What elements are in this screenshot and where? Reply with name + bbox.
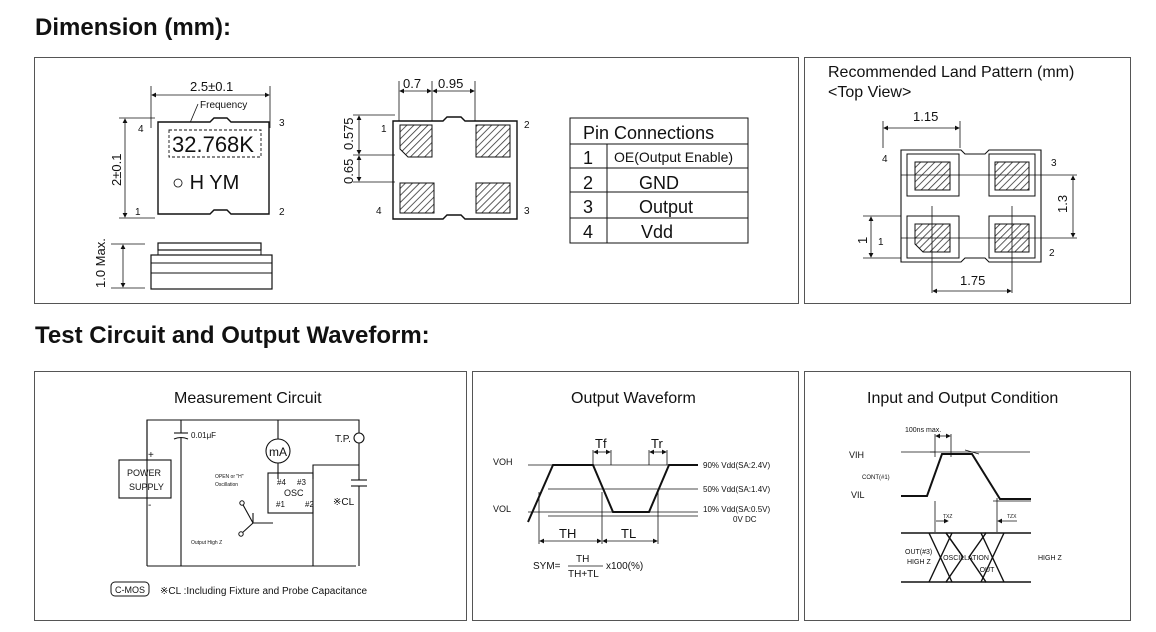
- sym-numerator: TH: [576, 554, 589, 565]
- osc-label: OSC: [284, 488, 304, 498]
- measurement-title: Measurement Circuit: [174, 390, 322, 407]
- max-time-label: 100ns max.: [905, 427, 941, 434]
- output-signal-trace: [527, 464, 698, 523]
- pin-row-name: GND: [639, 173, 679, 193]
- bottom-pin-4: 4: [376, 206, 382, 217]
- vol-label: VOL: [493, 504, 511, 514]
- land-dim-top: 1.15: [913, 109, 938, 124]
- pin-table-title: Pin Connections: [583, 123, 714, 143]
- frequency-label: Frequency: [200, 100, 247, 111]
- bottom-pin-1: 1: [381, 124, 387, 135]
- tp-label: T.P.: [335, 434, 351, 445]
- cmos-badge: C-MOS: [115, 585, 145, 595]
- vil-label: VIL: [851, 490, 865, 500]
- land-pin-2: 2: [1049, 248, 1055, 259]
- pin-1-label: 1: [135, 207, 141, 218]
- measurement-circuit-panel: Measurement Circuit 0.01μF mA T.P. + - P…: [34, 371, 467, 621]
- plus-sign: +: [148, 450, 154, 461]
- bottom-pin-2: 2: [524, 120, 530, 131]
- level-0-label: 0V DC: [733, 515, 757, 524]
- txz-label: TXZ: [943, 514, 952, 520]
- land-dim-left: 1: [855, 237, 870, 244]
- frequency-marking: 32.768K: [172, 132, 254, 157]
- level-90-label: 90% Vdd(SA:2.4V): [703, 461, 770, 470]
- tl-label: TL: [621, 526, 636, 541]
- land-pin-1: 1: [878, 237, 884, 248]
- tf-label: Tf: [595, 436, 607, 451]
- waveform-title: Output Waveform: [571, 390, 696, 407]
- package-bottom-view: 0.7 0.95 0.575 0.65 1 2 4 3: [341, 76, 530, 220]
- vih-label: VIH: [849, 450, 864, 460]
- pin-row-name: Output: [639, 197, 693, 217]
- land-pattern-title: Recommended Land Pattern (mm): [828, 64, 1074, 81]
- pad-dim-065: 0.65: [341, 159, 356, 184]
- land-pattern-panel: Recommended Land Pattern (mm) <Top View>…: [804, 57, 1131, 304]
- cl-note: ※CL :Including Fixture and Probe Capacit…: [160, 586, 367, 597]
- pin-row-name: Vdd: [641, 222, 673, 242]
- width-dimension: 2.5±0.1: [190, 79, 233, 94]
- pad-dim-0575: 0.575: [341, 117, 356, 150]
- level-10-label: 10% Vdd(SA:0.5V): [703, 505, 770, 514]
- thickness-dimension: 1.0 Max.: [93, 238, 108, 288]
- package-top-view: 2.5±0.1 Frequency 32.768K ○ H YM 4 3 1 2…: [109, 79, 285, 219]
- pin-2-label: 2: [279, 207, 285, 218]
- output-waveform-panel: Output Waveform Tf Tr VOH VOL 90% Vdd(SA…: [472, 371, 799, 621]
- th-label: TH: [559, 526, 576, 541]
- level-50-label: 50% Vdd(SA:1.4V): [703, 485, 770, 494]
- package-side-view: 1.0 Max.: [93, 238, 273, 290]
- osc-pin3: #3: [297, 478, 306, 487]
- ammeter-label: mA: [269, 445, 287, 459]
- io-condition-panel: Input and Output Condition 100ns max. VI…: [804, 371, 1131, 621]
- tr-label: Tr: [651, 436, 663, 451]
- open-label-2: Oscillation: [215, 482, 238, 488]
- land-dim-bottom: 1.75: [960, 273, 985, 288]
- out-label-2: HIGH Z: [907, 559, 931, 566]
- land-pattern-subtitle: <Top View>: [828, 84, 911, 101]
- power-supply-label-2: SUPPLY: [129, 482, 164, 492]
- io-title: Input and Output Condition: [867, 390, 1058, 407]
- osc-pin2: #2: [305, 500, 314, 509]
- pad-dim-07: 0.7: [403, 76, 421, 91]
- output-high-z-label: Output High Z: [191, 540, 222, 546]
- osc-pin4: #4: [277, 478, 286, 487]
- pin-row-num: 4: [583, 222, 593, 242]
- pin-4-label: 4: [138, 124, 144, 135]
- dimension-section-title: Dimension (mm):: [35, 14, 232, 41]
- cont-label: CONT(#1): [862, 475, 890, 481]
- test-section-title: Test Circuit and Output Waveform:: [35, 322, 430, 349]
- power-supply-label-1: POWER: [127, 468, 162, 478]
- oscillation-label-2: OUT: [980, 567, 996, 574]
- open-label-1: OPEN or "H": [215, 474, 244, 480]
- cl-label: ※CL: [333, 497, 355, 508]
- land-pin-4: 4: [882, 154, 888, 165]
- land-dim-right: 1.3: [1055, 195, 1070, 213]
- pin-row-num: 1: [583, 148, 593, 168]
- pin-row-num: 3: [583, 197, 593, 217]
- pin-row-num: 2: [583, 173, 593, 193]
- sym-label: SYM=: [533, 561, 561, 572]
- bottom-pin-3: 3: [524, 206, 530, 217]
- sym-denominator: TH+TL: [568, 569, 599, 580]
- out-label-1: OUT(#3): [905, 549, 932, 556]
- dimension-panel: 2.5±0.1 Frequency 32.768K ○ H YM 4 3 1 2…: [34, 57, 799, 304]
- high-z-label: HIGH Z: [1038, 555, 1062, 562]
- height-dimension: 2±0.1: [109, 154, 124, 186]
- sym-tail: x100(%): [606, 561, 643, 572]
- osc-pin1: #1: [276, 500, 285, 509]
- cap-label: 0.01μF: [191, 431, 216, 440]
- lot-marking: ○ H YM: [172, 172, 239, 194]
- pad-dim-095: 0.95: [438, 76, 463, 91]
- minus-sign: -: [148, 500, 151, 511]
- oscillation-label-1: OSCILLATION: [943, 555, 989, 562]
- control-signal-trace: [901, 453, 1031, 500]
- pin-3-label: 3: [279, 118, 285, 129]
- pin-row-name: OE(Output Enable): [614, 149, 733, 165]
- tzx-label: TZX: [1007, 514, 1017, 520]
- pin-connections-table: Pin Connections 1 OE(Output Enable) 2 GN…: [569, 117, 749, 244]
- land-pin-3: 3: [1051, 158, 1057, 169]
- voh-label: VOH: [493, 457, 513, 467]
